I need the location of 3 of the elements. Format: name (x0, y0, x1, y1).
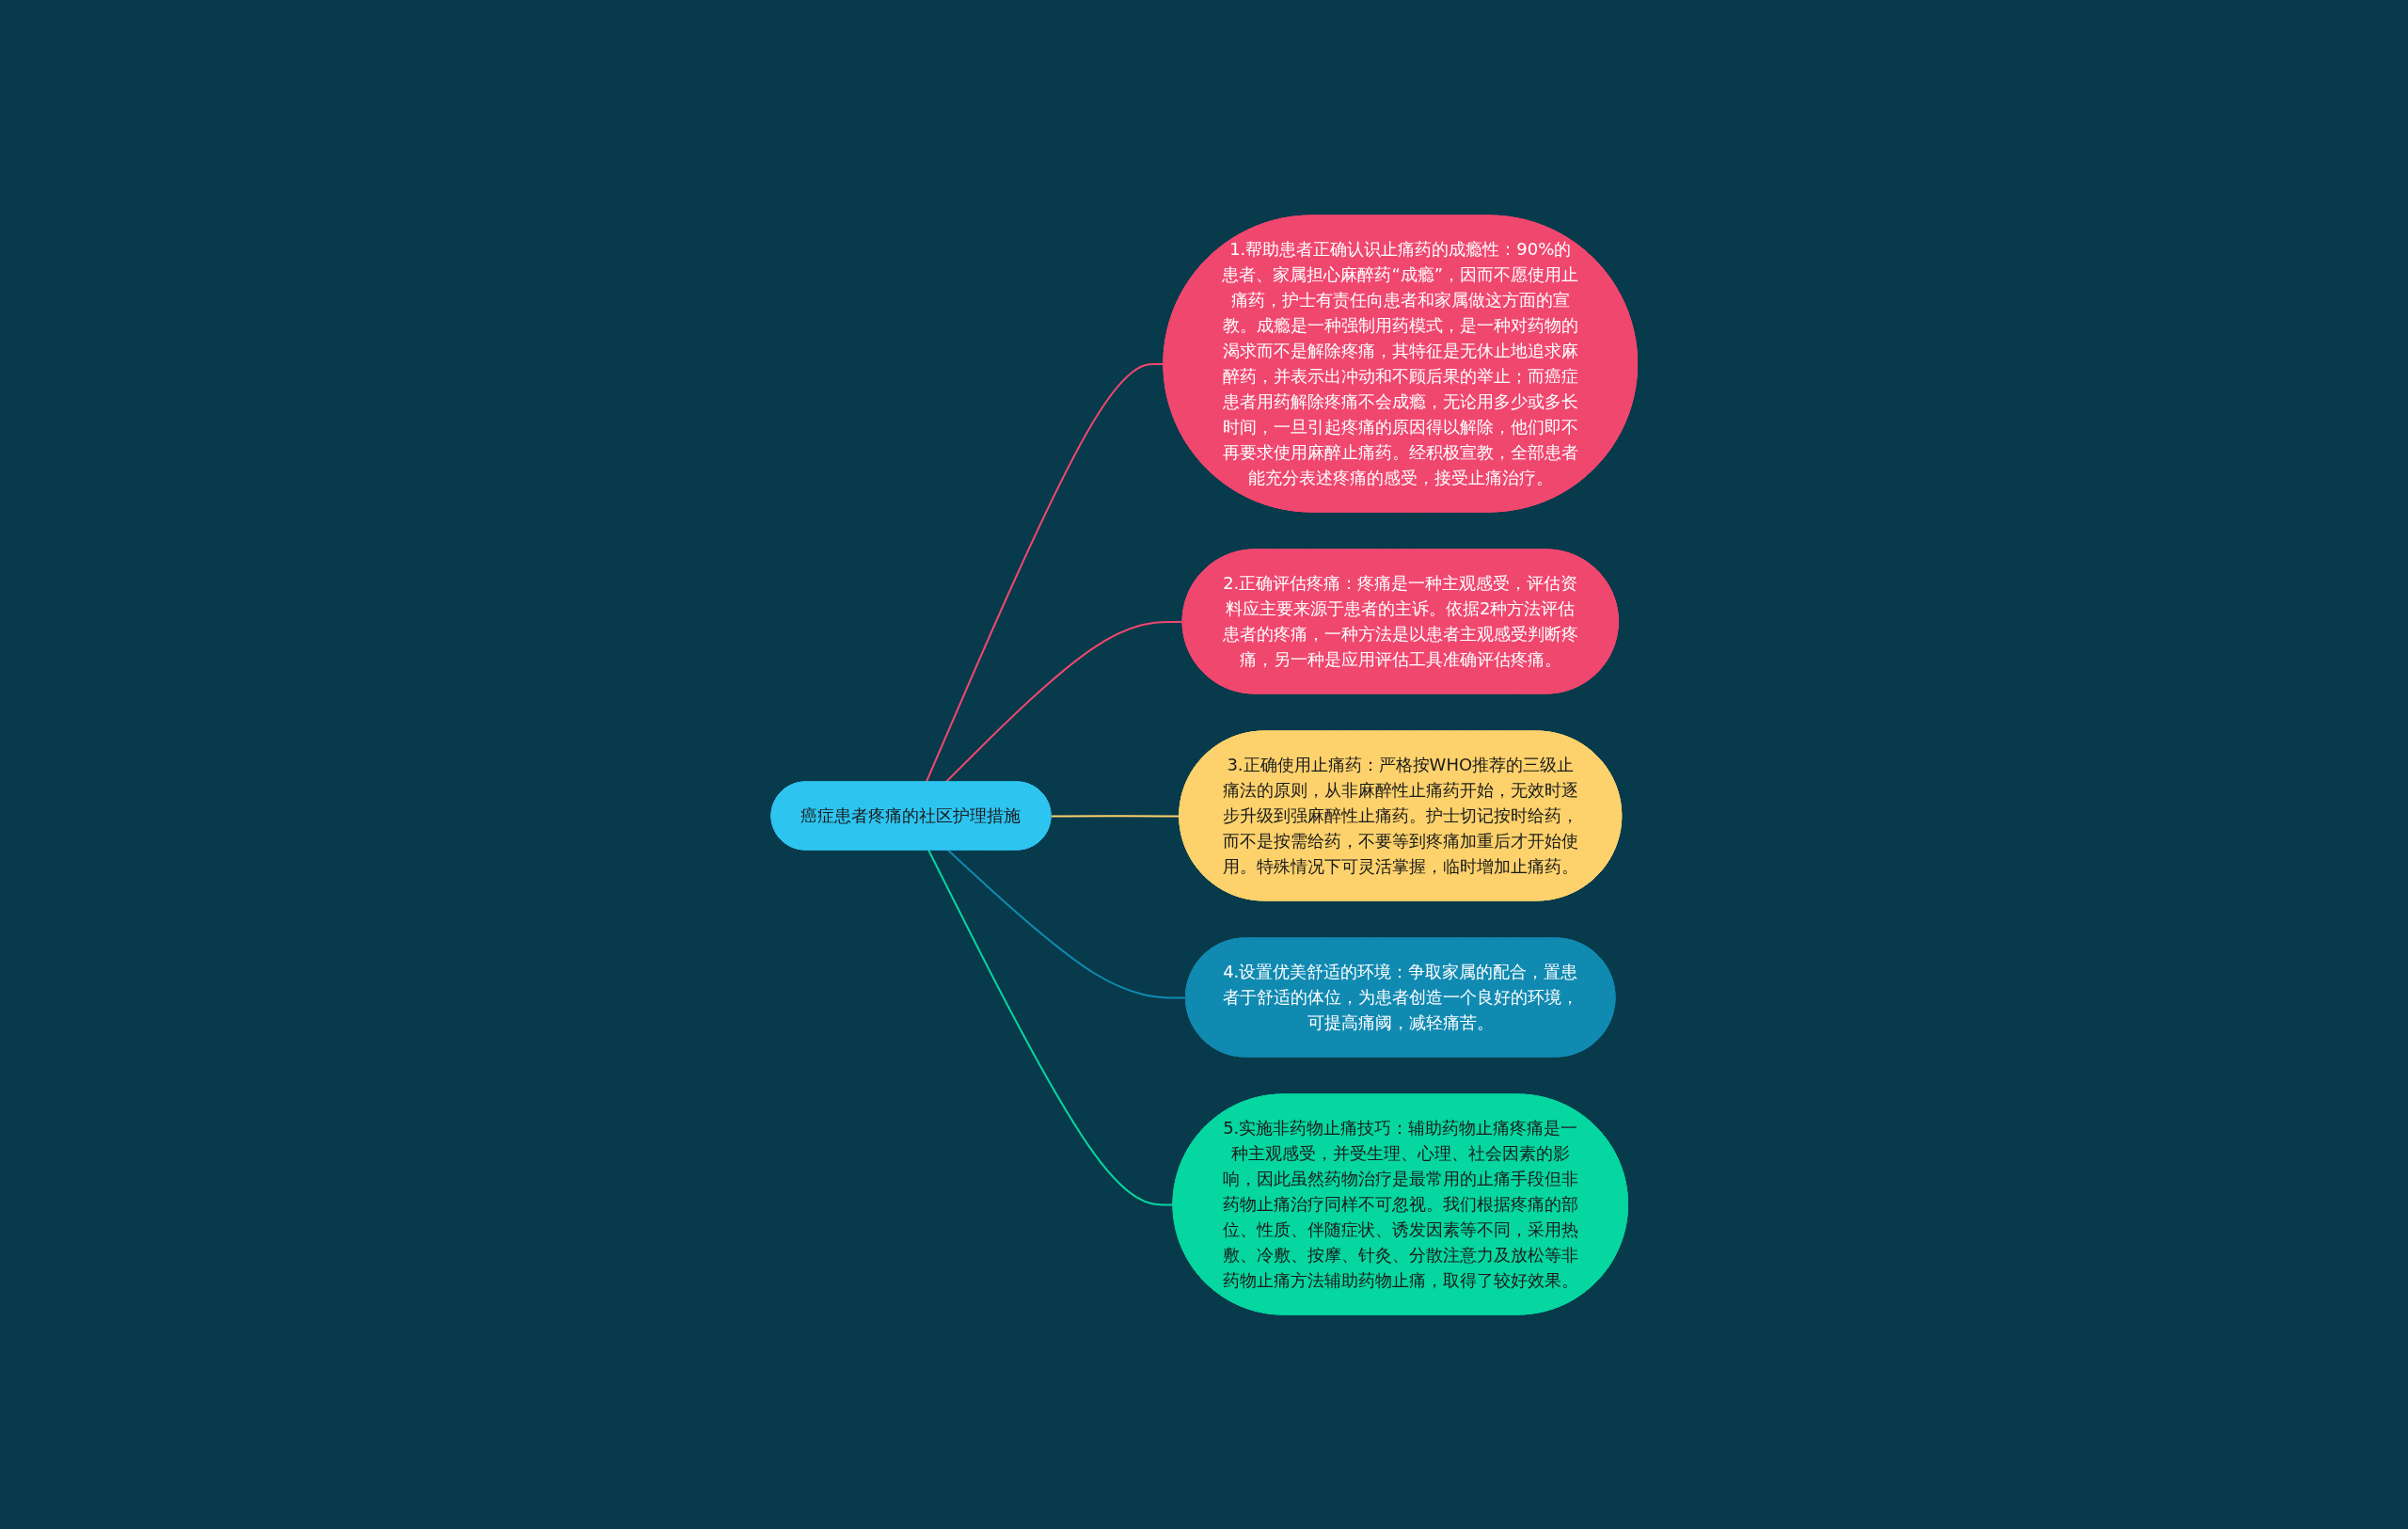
connector (1050, 814, 1180, 817)
connector (944, 620, 1184, 783)
connector (946, 849, 1187, 998)
